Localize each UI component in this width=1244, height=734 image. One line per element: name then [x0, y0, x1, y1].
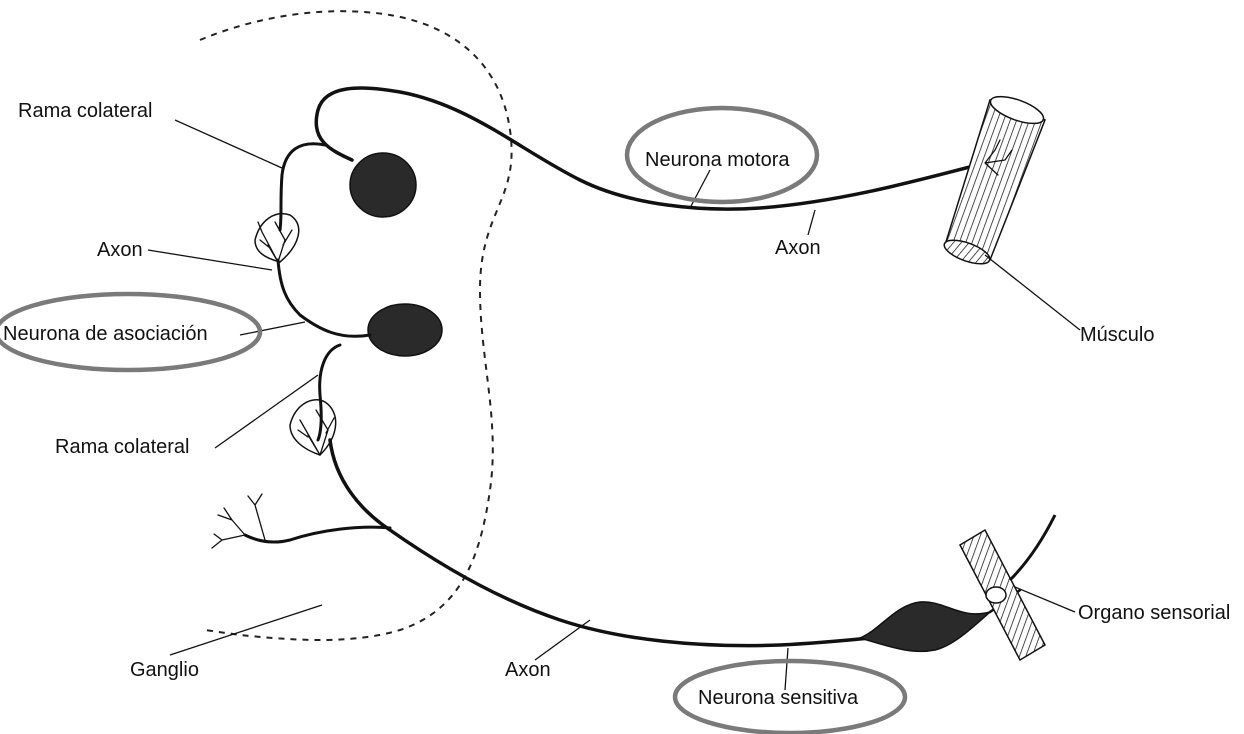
motor-collateral-branch	[280, 144, 325, 230]
association-neuron-soma	[368, 304, 442, 356]
label-axon-left: Axon	[97, 240, 143, 260]
label-neurona-motora: Neurona motora	[645, 150, 790, 170]
label-neurona-sensitiva: Neurona sensitiva	[698, 688, 858, 708]
motor-neuron-soma	[350, 153, 416, 217]
spinal-cord-boundary	[200, 11, 512, 640]
sensory-neuron-axon	[330, 440, 870, 646]
label-organo-sensorial: Organo sensorial	[1078, 603, 1230, 623]
label-rama-colateral-top: Rama colateral	[18, 101, 153, 121]
label-rama-colateral-bottom: Rama colateral	[55, 437, 190, 457]
sensory-organ	[960, 515, 1055, 660]
label-axon-right: Axon	[775, 238, 821, 258]
sensory-neuron-soma	[860, 602, 990, 651]
label-musculo: Músculo	[1080, 325, 1154, 345]
muscle	[941, 91, 1046, 269]
lower-synapse-arborization	[290, 400, 336, 455]
label-neurona-de-asociacion: Neurona de asociación	[3, 324, 208, 344]
association-collateral-branch	[318, 345, 340, 440]
label-axon-bottom: Axon	[505, 660, 551, 680]
upper-synapse-arborization	[255, 214, 299, 262]
label-ganglio: Ganglio	[130, 660, 199, 680]
ganglion-branch	[245, 527, 390, 542]
